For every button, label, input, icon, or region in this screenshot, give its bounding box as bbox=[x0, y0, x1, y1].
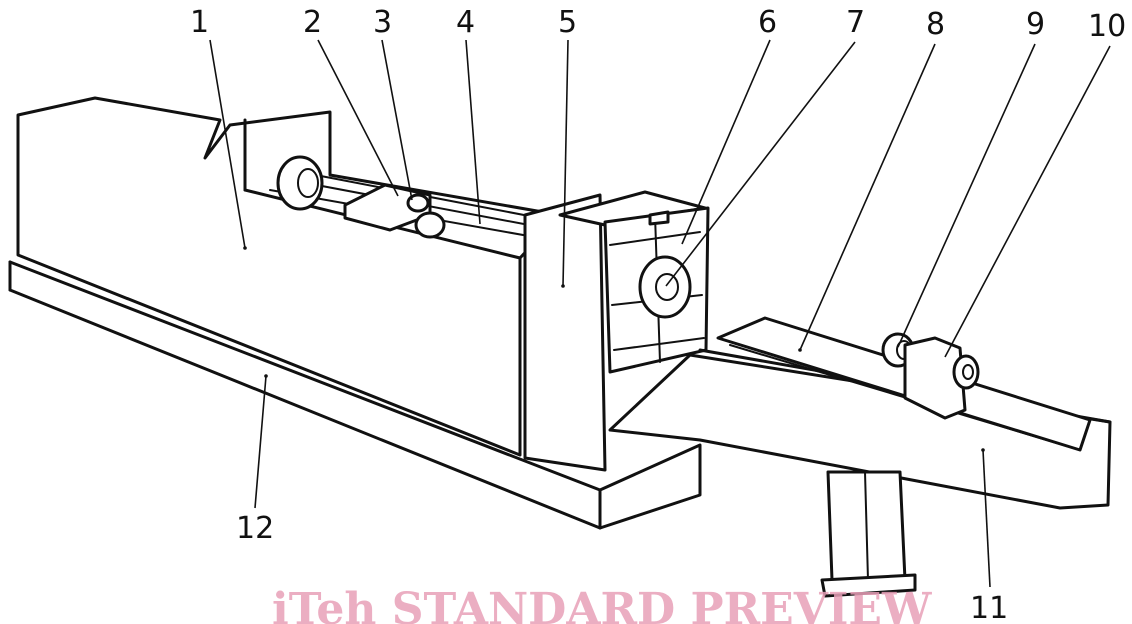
watermark-text: iTeh STANDARD PREVIEW bbox=[272, 584, 932, 624]
leader-dot-8 bbox=[798, 348, 802, 352]
leader-dot-1 bbox=[243, 246, 247, 250]
label-3: 3 bbox=[373, 5, 392, 40]
label-7: 7 bbox=[846, 5, 865, 40]
label-9: 9 bbox=[1026, 7, 1045, 42]
leader-dot-5 bbox=[561, 284, 565, 288]
bearing-block bbox=[881, 332, 980, 420]
internal-slideway bbox=[269, 155, 551, 239]
label-6: 6 bbox=[758, 5, 777, 40]
leader-dot-12 bbox=[264, 374, 268, 378]
leader-dot-11 bbox=[981, 448, 985, 452]
base-plinth bbox=[8, 260, 702, 530]
pedestal-leg bbox=[820, 470, 917, 598]
label-4: 4 bbox=[456, 5, 475, 40]
label-5: 5 bbox=[558, 5, 577, 40]
label-12: 12 bbox=[236, 511, 274, 546]
label-1: 1 bbox=[190, 5, 209, 40]
callout-labels: 1 2 3 4 5 6 7 8 9 10 11 12 bbox=[190, 5, 1126, 624]
leader-lines bbox=[209, 39, 1111, 588]
label-8: 8 bbox=[926, 7, 945, 42]
end-column bbox=[523, 190, 707, 472]
label-11: 11 bbox=[970, 591, 1008, 624]
label-10: 10 bbox=[1088, 9, 1126, 44]
label-2: 2 bbox=[303, 5, 322, 40]
